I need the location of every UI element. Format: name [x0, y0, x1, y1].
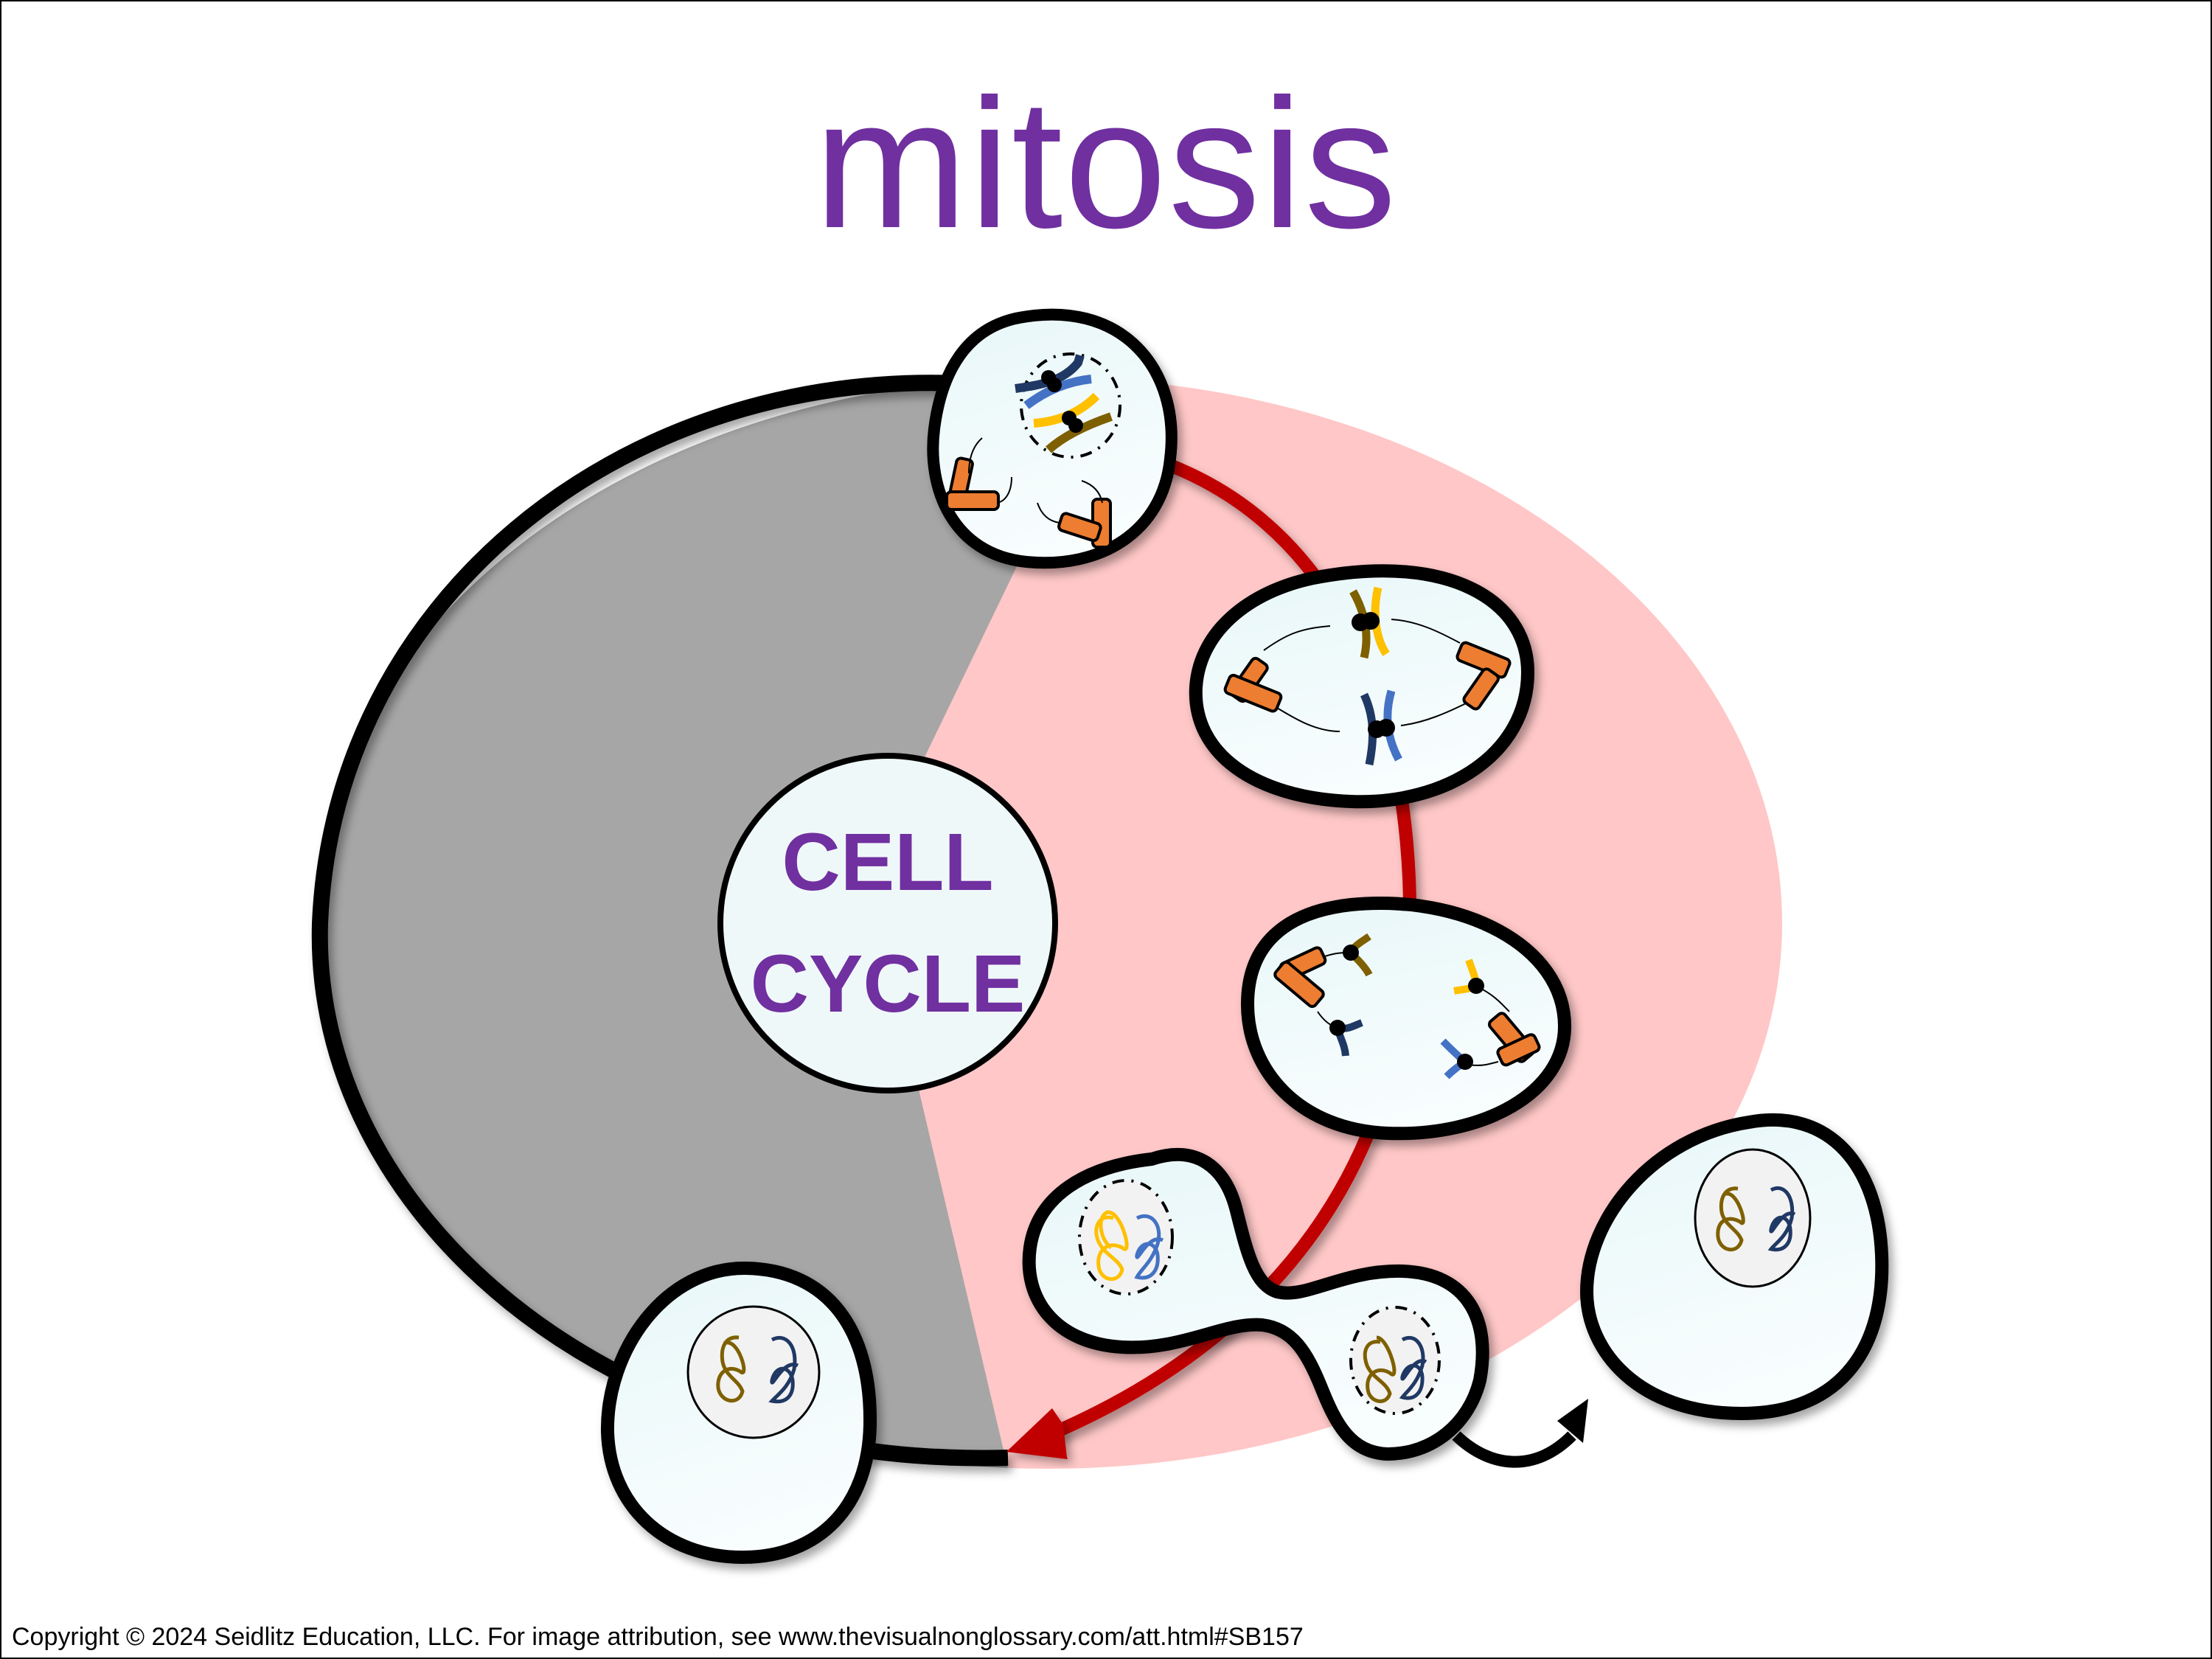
centrosome-icon	[1487, 1012, 1541, 1067]
cycle-label: CYCLE	[751, 939, 1026, 1029]
division-arrow	[1452, 1399, 1588, 1468]
metaphase-contents	[1223, 586, 1512, 766]
cell-cycle-label-circle: CELL CYCLE	[717, 753, 1058, 1093]
anaphase-contents	[1273, 933, 1541, 1079]
centrosome-icon	[1223, 656, 1283, 713]
prophase-cell	[927, 308, 1178, 569]
copyright-footer: Copyright © 2024 Seidlitz Education, LLC…	[12, 1623, 1304, 1651]
anaphase-cell	[1240, 896, 1572, 1141]
fragmenting-nuclear-envelope	[1020, 352, 1121, 459]
metaphase-cell	[1189, 564, 1535, 809]
page-title: mitosis	[814, 60, 1398, 266]
centrosome-icon	[1455, 641, 1512, 711]
daughter-nucleus	[1694, 1148, 1812, 1288]
centrosome-icon	[1057, 498, 1112, 549]
cell-label: CELL	[782, 817, 993, 908]
reforming-nucleus	[1349, 1306, 1441, 1415]
telophase-contents	[1078, 1179, 1441, 1415]
interphase-nucleus	[686, 1305, 821, 1439]
centrosome-icon	[1273, 946, 1327, 1009]
prophase-contents	[945, 352, 1121, 549]
centrosome-icon	[945, 456, 1000, 511]
